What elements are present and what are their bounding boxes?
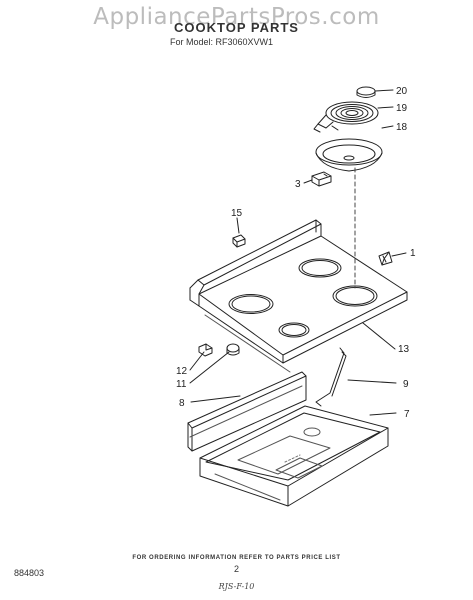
page-number: 2 bbox=[233, 564, 239, 574]
part-12-clip bbox=[198, 343, 213, 357]
callout-12: 12 bbox=[176, 366, 188, 377]
part-11-spacer bbox=[226, 343, 240, 356]
part-13-cooktop-panel bbox=[189, 219, 408, 373]
callout-15: 15 bbox=[231, 208, 243, 219]
part-1-bracket bbox=[378, 251, 393, 266]
callout-13: 13 bbox=[398, 344, 410, 355]
callout-1: 1 bbox=[410, 248, 416, 259]
model-line: For Model: RF3060XVW1 bbox=[170, 37, 274, 47]
part-20-cap bbox=[356, 86, 376, 98]
part-3-receptacle bbox=[311, 171, 332, 187]
page-title: COOKTOP PARTS bbox=[174, 20, 299, 35]
part-7-base-pan bbox=[199, 405, 389, 507]
callout-19: 19 bbox=[396, 103, 408, 114]
callout-20: 20 bbox=[396, 86, 408, 97]
watermark-text: AppliancePartsPros.com bbox=[93, 4, 380, 30]
part-19-surface-element bbox=[313, 101, 379, 133]
callout-7: 7 bbox=[404, 409, 410, 420]
document-code: 884803 bbox=[14, 568, 45, 578]
part-15-clip bbox=[232, 234, 246, 248]
part-8-trim-strip bbox=[187, 371, 307, 452]
part-9-rod bbox=[315, 347, 347, 407]
callout-8: 8 bbox=[179, 398, 185, 409]
part-18-drip-bowl bbox=[315, 138, 383, 172]
ordering-note: FOR ORDERING INFORMATION REFER TO PARTS … bbox=[132, 555, 341, 561]
handwritten-mark: RJS-F-10 bbox=[218, 582, 255, 591]
callout-18: 18 bbox=[396, 122, 408, 133]
callout-9: 9 bbox=[403, 379, 409, 390]
callout-3: 3 bbox=[295, 179, 301, 190]
callout-11: 11 bbox=[176, 379, 187, 390]
